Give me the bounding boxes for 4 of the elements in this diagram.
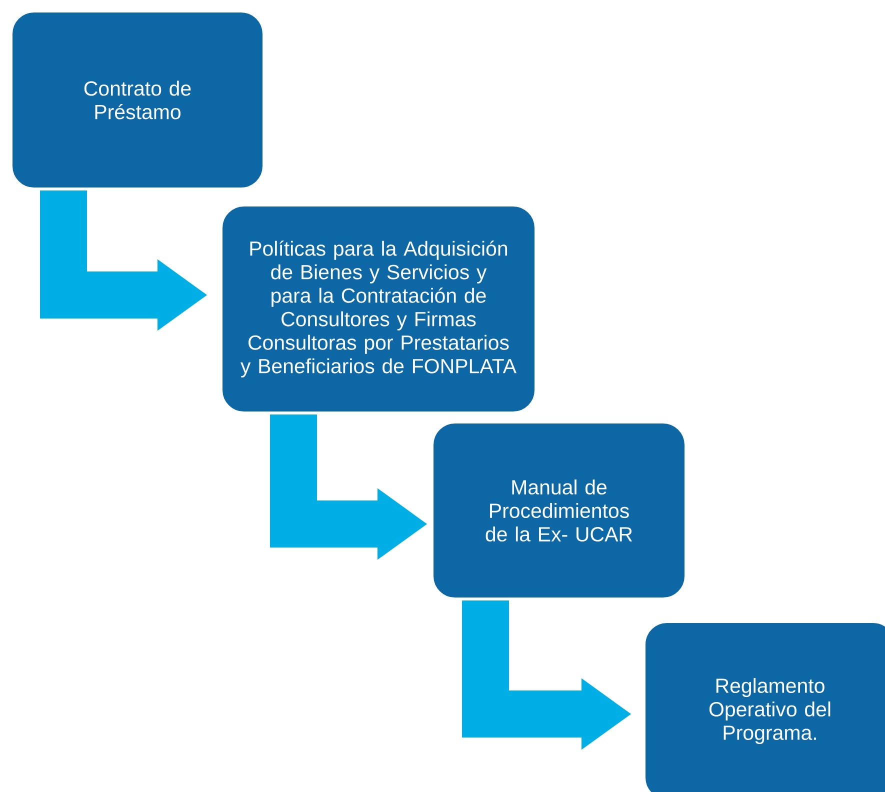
process-box: Políticas para la Adquisición de Bienes y Servicios y para la Contratación de Consultores y Firmas Consultoras por Prestatarios y Beneficiarios de FONPLATA: [222, 206, 536, 412]
process-box: Reglamento Operativo del Programa.: [644, 622, 885, 792]
process-box: Contrato de Préstamo: [12, 12, 264, 188]
process-box: Manual de Procedimientos de la Ex- UCAR: [432, 422, 686, 598]
